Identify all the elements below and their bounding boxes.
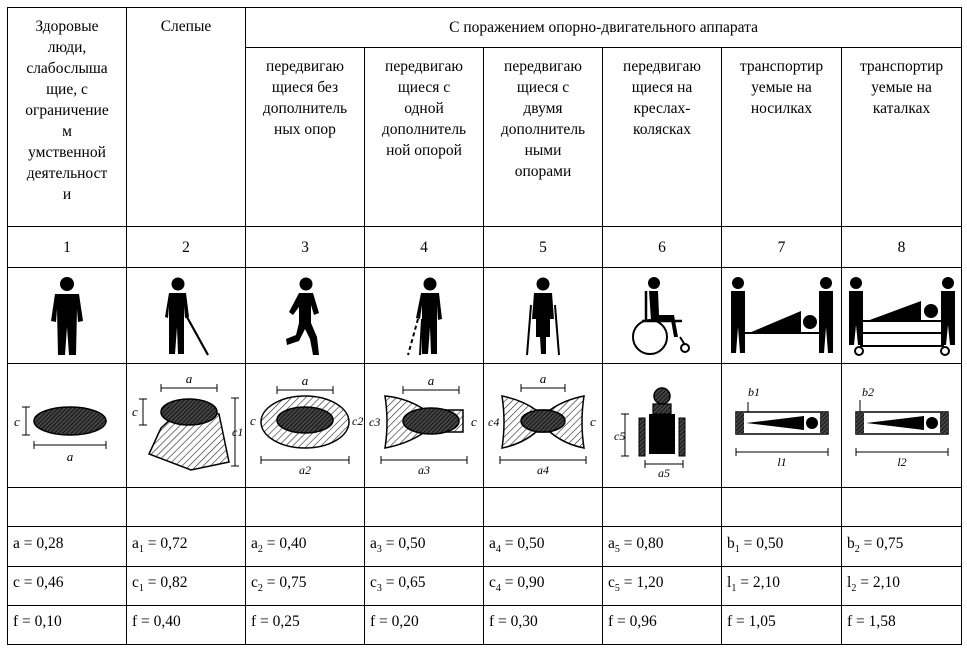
header-no-supports: передвигаю щиеся без дополнитель ных опо… [245,47,365,227]
value-cell: c = 0,46 [7,566,127,606]
dim-b2: b2 [862,385,874,399]
value-cell: f = 0,96 [602,605,722,645]
col-number-1: 1 [7,226,127,268]
value-cell: c5 = 1,20 [602,566,722,606]
scheme-blind: a c c1 [132,371,243,471]
value-cell: c2 = 0,75 [245,566,365,606]
header-row-1: Здоровые люди, слабослыша щие, с огранич… [7,7,963,227]
value-cell: a3 = 0,50 [364,526,484,567]
dim-c: c [132,404,138,419]
header-wheelchair: передвигаю щиеся на креслах- колясках [602,47,722,227]
value-cell: f = 0,25 [245,605,365,645]
dim-c: c [590,414,596,429]
dim-a: a [427,373,434,388]
dim-c: c [250,413,256,428]
dim-c2: c2 [352,414,363,428]
header-stretcher: транспортир уемые на носилках [721,47,842,227]
value-cell: a = 0,28 [7,526,127,567]
value-cell: l2 = 2,10 [840,566,963,606]
person-one-crutch-icon [407,277,442,355]
scheme-gurney: b2 l2 [854,385,949,469]
col-number-7: 7 [721,226,842,268]
scheme-two-supports: a a4 c c4 [488,371,596,477]
value-cell: f = 0,30 [483,605,603,645]
wheelchair-user-icon [632,276,690,355]
person-standing-icon [51,276,83,355]
header-gurney: транспортир уемые на каталках [840,47,963,227]
col-number-3: 3 [245,226,365,268]
dim-a: a [66,449,73,464]
value-cell: l1 = 2,10 [721,566,842,606]
value-cell: f = 0,20 [364,605,484,645]
dim-c5: c5 [614,429,625,443]
value-cell: c3 = 0,65 [364,566,484,606]
pictogram-row [7,267,963,364]
value-cell: a2 = 0,40 [245,526,365,567]
dim-a: a [185,371,192,386]
dim-l2: l2 [897,455,906,469]
dim-a: a [301,373,308,388]
col-number-5: 5 [483,226,603,268]
dim-c4: c4 [488,415,499,429]
person-two-crutches-icon [526,277,560,355]
value-cell: c4 = 0,90 [483,566,603,606]
value-cell: f = 0,40 [126,605,246,645]
scheme-row: a c a c c1 a a2 [7,363,963,488]
value-cell: b2 = 0,75 [840,526,963,567]
dim-c3: c3 [369,415,380,429]
accessibility-table: Здоровые люди, слабослыша щие, с огранич… [7,7,963,645]
dim-a: a [539,371,546,386]
scheme-no-supports: a a2 c c2 [250,373,363,477]
scheme-healthy: a c [14,405,107,464]
row-c: c = 0,46 c1 = 0,82 c2 = 0,75 c3 = 0,65 c… [7,566,963,606]
value-cell: c1 = 0,82 [126,566,246,606]
dim-c: c [471,414,477,429]
value-cell: b1 = 0,50 [721,526,842,567]
stretcher-icon [730,276,833,353]
row-f: f = 0,10 f = 0,40 f = 0,25 f = 0,20 f = … [7,605,963,645]
col-number-4: 4 [364,226,484,268]
value-cell: a1 = 0,72 [126,526,246,567]
dim-c: c [14,414,20,429]
number-row: 1 2 3 4 5 6 7 8 [7,226,963,268]
dim-b1: b1 [748,385,760,399]
row-a: a = 0,28 a1 = 0,72 a2 = 0,40 a3 = 0,50 a… [7,526,963,567]
dim-a5: a5 [658,466,670,480]
dim-a3: a3 [418,463,430,477]
dim-a4: a4 [537,463,549,477]
scheme-wheelchair: c5 a5 [614,386,685,480]
col-number-6: 6 [602,226,722,268]
dim-l1: l1 [777,455,786,469]
empty-row [7,487,963,527]
value-cell: a4 = 0,50 [483,526,603,567]
col-number-2: 2 [126,226,246,268]
value-cell: f = 0,10 [7,605,127,645]
gurney-icon [848,276,955,356]
col-number-8: 8 [840,226,963,268]
blind-person-cane-icon [165,277,209,356]
header-blind: Слепые [126,7,246,227]
scheme-stretcher: b1 l1 [734,385,829,469]
value-cell: f = 1,58 [840,605,963,645]
header-musculoskeletal: С поражением опорно-двигательного аппара… [244,7,963,48]
person-walking-icon [286,277,319,355]
header-row-2: передвигаю щиеся без дополнитель ных опо… [8,47,963,227]
value-cell: a5 = 0,80 [602,526,722,567]
scheme-one-support: a a3 c c3 [369,373,477,477]
header-one-support: передвигаю щиеся с одной дополнитель ной… [364,47,484,227]
header-two-supports: передвигаю щиеся с двумя дополнитель ным… [483,47,603,227]
dim-c1: c1 [232,425,243,439]
dim-a2: a2 [299,463,311,477]
header-healthy: Здоровые люди, слабослыша щие, с огранич… [7,7,127,227]
value-cell: f = 1,05 [721,605,842,645]
